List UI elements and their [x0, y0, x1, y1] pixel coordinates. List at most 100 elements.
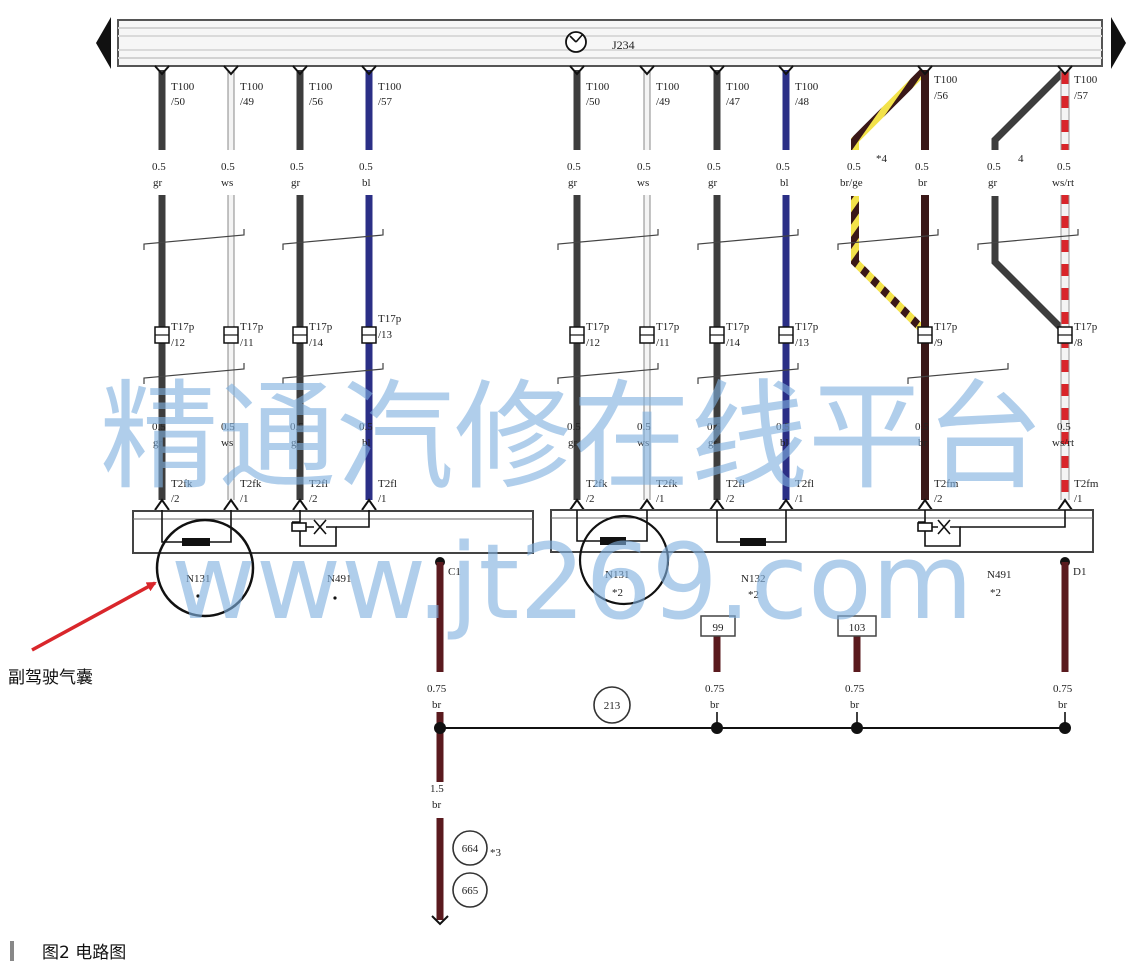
- component-label: N131: [186, 573, 210, 585]
- annotation-arrow-icon: [31, 581, 157, 652]
- ground-size: 0.75: [845, 683, 865, 695]
- wire-size-2: 0.5: [290, 421, 304, 433]
- wire-size-2: 0.5: [152, 421, 166, 433]
- wire-size-2: 0.5: [915, 421, 929, 433]
- pin-top-name: T100: [934, 74, 958, 86]
- clock-spring-icon: [565, 31, 587, 53]
- wire-color-2: bl: [780, 437, 789, 449]
- bar-right-arrow-icon: [1111, 17, 1126, 69]
- belt-tensioner-icon: [917, 510, 1066, 547]
- right-wire-group: T100 /50 0.5 gr T17p /12 0.5 gr T2fk /2 …: [567, 65, 1099, 511]
- wire-size: 0.5: [776, 161, 790, 173]
- pin-mid-num: /14: [726, 337, 741, 349]
- wire-right-3: T100 /47 0.5 gr T17p /14 0.5 gr T2fl /2: [707, 65, 750, 511]
- ground-point-label: C1: [448, 566, 461, 578]
- wire-color-2: gr: [153, 437, 163, 449]
- wire-color-2: gr: [708, 437, 718, 449]
- pin-top-name: T100: [586, 81, 610, 93]
- wire-color: bl: [362, 177, 371, 189]
- watermark-line-2: www.jt269.com: [171, 521, 973, 643]
- wire-note: *4: [876, 153, 888, 165]
- pin-top-num: /49: [240, 96, 255, 108]
- wire-color: gr: [153, 177, 163, 189]
- pin-mid-num: /13: [378, 329, 393, 341]
- pin-bot-name: T2fk: [171, 478, 193, 490]
- pin-bot-num: /2: [171, 493, 180, 505]
- pin-mid-num: /11: [240, 337, 254, 349]
- ground-size: 0.75: [1053, 683, 1073, 695]
- control-unit-label: J234: [612, 38, 635, 52]
- ground-main-size: 1.5: [430, 783, 444, 795]
- pin-bot-name: T2fl: [795, 478, 814, 490]
- wire-color-2: ws: [637, 437, 649, 449]
- component-label: N491: [987, 569, 1011, 581]
- ref-circle-label: 664: [462, 843, 479, 855]
- ground-wiring: 0.75 br 0.75 br 0.75 br 0.75 br 1.5 br 9…: [427, 562, 1073, 926]
- wire-color-2: ws/rt: [1052, 437, 1074, 449]
- pin-top-num: /50: [171, 96, 186, 108]
- wire-size-2: 0.5: [221, 421, 235, 433]
- wire-color-2: gr: [568, 437, 578, 449]
- pin-mid-num: /9: [934, 337, 943, 349]
- pin-bot-name: T2fk: [656, 478, 678, 490]
- ref-circle-label: 213: [604, 700, 621, 712]
- side-airbag-igniter-icon: [716, 510, 787, 546]
- control-unit-bar: J234: [96, 17, 1126, 69]
- pin-top-num: /50: [586, 96, 601, 108]
- pin-mid-num: /13: [795, 337, 810, 349]
- right-component-block: N131 *2 N132 *2 N491 *2 D1: [550, 509, 1094, 606]
- wire-size: 0.5: [987, 161, 1001, 173]
- pin-mid-name: T17p: [1074, 321, 1098, 333]
- wire-color-2: gr: [291, 437, 301, 449]
- pin-mid-num: /8: [1074, 337, 1083, 349]
- ground-size: 0.75: [427, 683, 447, 695]
- annotation: 副驾驶气囊: [8, 581, 157, 688]
- left-component-block: N131 N491 C1: [132, 510, 534, 618]
- wire-right-2: T100 /49 0.5 ws T17p /11 0.5 ws T2fk /1: [637, 65, 680, 511]
- pin-bot-num: /2: [934, 493, 943, 505]
- pin-mid-name: T17p: [586, 321, 610, 333]
- wire-size: 0.5: [359, 161, 373, 173]
- wire-left-1: T100 /50 0.5 gr T17p /12 0.5 gr T2fk /2: [152, 65, 195, 511]
- pin-top-name: T100: [378, 81, 402, 93]
- pin-top-name: T100: [240, 81, 264, 93]
- wire-size-2: 0.5: [359, 421, 373, 433]
- wire-left-2: T100 /49 0.5 ws T17p /11 0.5 ws T2fk /1: [221, 65, 264, 511]
- left-wire-group: T100 /50 0.5 gr T17p /12 0.5 gr T2fk /2 …: [152, 65, 402, 511]
- airbag-igniter-icon: [576, 510, 670, 606]
- pin-bot-num: /2: [586, 493, 595, 505]
- wire-left-4: T100 /57 0.5 bl T17p /13 0.5 bl T2fl /1: [359, 65, 402, 511]
- pin-mid-name: T17p: [726, 321, 750, 333]
- pin-mid-name: T17p: [171, 321, 195, 333]
- wire-color: ws: [637, 177, 649, 189]
- harness-break-marks: [143, 229, 1079, 384]
- pin-top-num: /47: [726, 96, 741, 108]
- pin-mid-name: T17p: [795, 321, 819, 333]
- component-label: N491: [327, 573, 351, 585]
- ref-box-label: 103: [849, 622, 866, 634]
- wire-left-3: T100 /56 0.5 gr T17p /14 0.5 gr T2fl /2: [290, 65, 333, 511]
- pin-bot-num: /1: [1074, 493, 1083, 505]
- bar-left-arrow-icon: [96, 17, 111, 69]
- pin-bot-num: /2: [309, 493, 318, 505]
- pin-mid-num: /12: [586, 337, 600, 349]
- pin-top-num: /57: [378, 96, 393, 108]
- pin-bot-name: T2fk: [240, 478, 262, 490]
- wire-size: 0.5: [637, 161, 651, 173]
- wire-right-diag-gr: 0.5 gr 4: [987, 69, 1066, 333]
- pin-bot-num: /1: [378, 493, 387, 505]
- ground-point-label: D1: [1073, 566, 1086, 578]
- wire-color: gr: [708, 177, 718, 189]
- component-label: N131: [605, 569, 629, 581]
- pin-top-name: T100: [795, 81, 819, 93]
- pin-bot-name: T2fk: [586, 478, 608, 490]
- caption-marker: [10, 941, 14, 961]
- wire-size: 0.5: [567, 161, 581, 173]
- wire-note: 4: [1018, 153, 1024, 165]
- wire-color: ws/rt: [1052, 177, 1074, 189]
- wire-color: br: [918, 177, 928, 189]
- wire-right-wsrt: T100 /57 0.5 ws/rt T17p /8 0.5 ws/rt T2f…: [1052, 65, 1099, 511]
- pin-bot-name: T2fl: [309, 478, 328, 490]
- wire-size: 0.5: [847, 161, 861, 173]
